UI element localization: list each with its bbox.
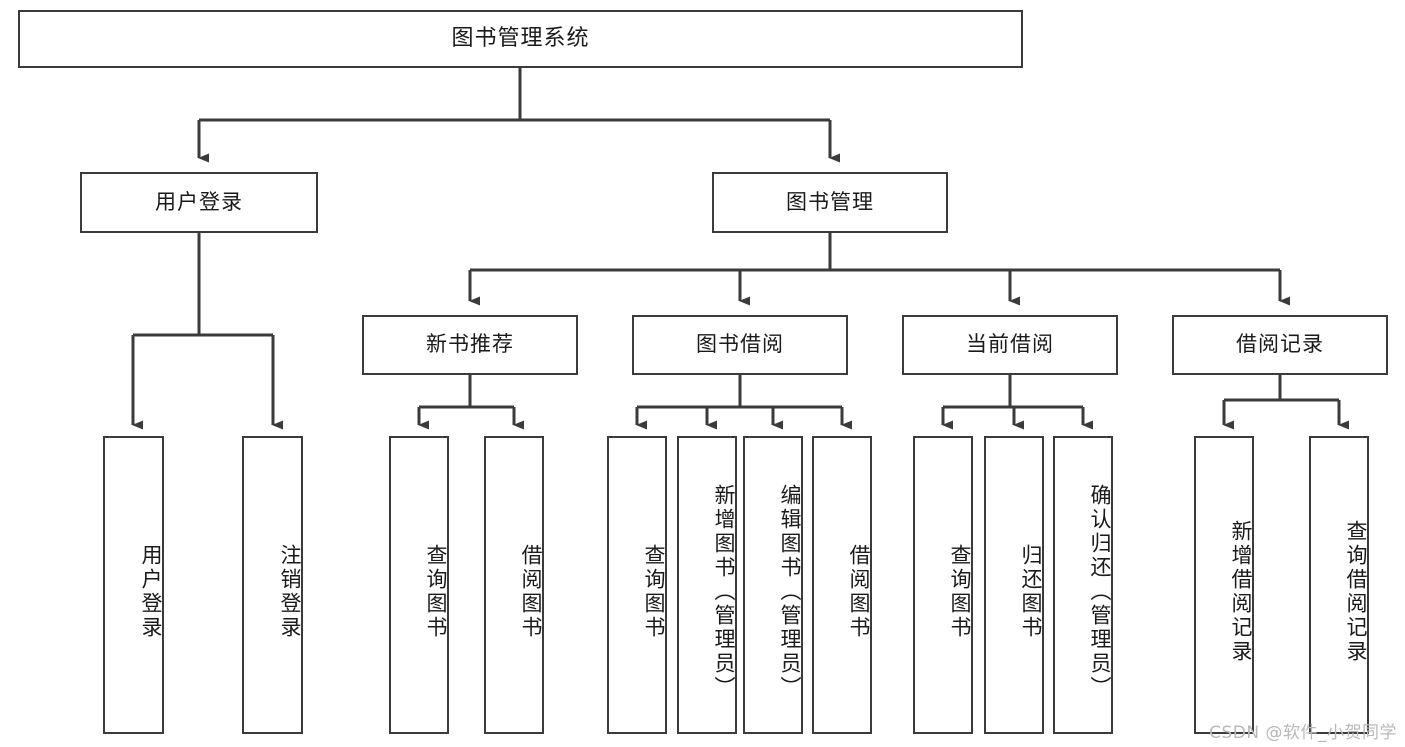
node-book-borrow[interactable]: 图书借阅 — [632, 315, 848, 375]
node-root[interactable]: 图书管理系统 — [18, 10, 1023, 68]
leaf-query-book-3[interactable]: 查询图书 — [913, 436, 973, 734]
leaf-borrow-book-1[interactable]: 借阅图书 — [484, 436, 544, 734]
leaf-add-book[interactable]: 新增图书（管理员） — [677, 436, 737, 734]
leaf-edit-book[interactable]: 编辑图书（管理员） — [743, 436, 803, 734]
node-book-manage[interactable]: 图书管理 — [712, 172, 948, 233]
leaf-logout[interactable]: 注销登录 — [242, 436, 303, 734]
leaf-user-login[interactable]: 用户登录 — [103, 436, 164, 734]
leaf-query-book-2[interactable]: 查询图书 — [607, 436, 667, 734]
leaf-query-book-1[interactable]: 查询图书 — [389, 436, 449, 734]
leaf-return-book[interactable]: 归还图书 — [984, 436, 1044, 734]
csdn-watermark: CSDN @软件_小贺同学 — [1209, 723, 1397, 743]
node-borrow-record[interactable]: 借阅记录 — [1172, 315, 1388, 375]
leaf-add-record[interactable]: 新增借阅记录 — [1194, 436, 1254, 734]
node-new-book-recommend[interactable]: 新书推荐 — [362, 315, 578, 375]
leaf-confirm-return[interactable]: 确认归还（管理员） — [1053, 436, 1113, 734]
leaf-borrow-book-2[interactable]: 借阅图书 — [812, 436, 872, 734]
node-current-borrow[interactable]: 当前借阅 — [902, 315, 1118, 375]
leaf-query-record[interactable]: 查询借阅记录 — [1309, 436, 1369, 734]
node-user-login[interactable]: 用户登录 — [80, 172, 318, 233]
